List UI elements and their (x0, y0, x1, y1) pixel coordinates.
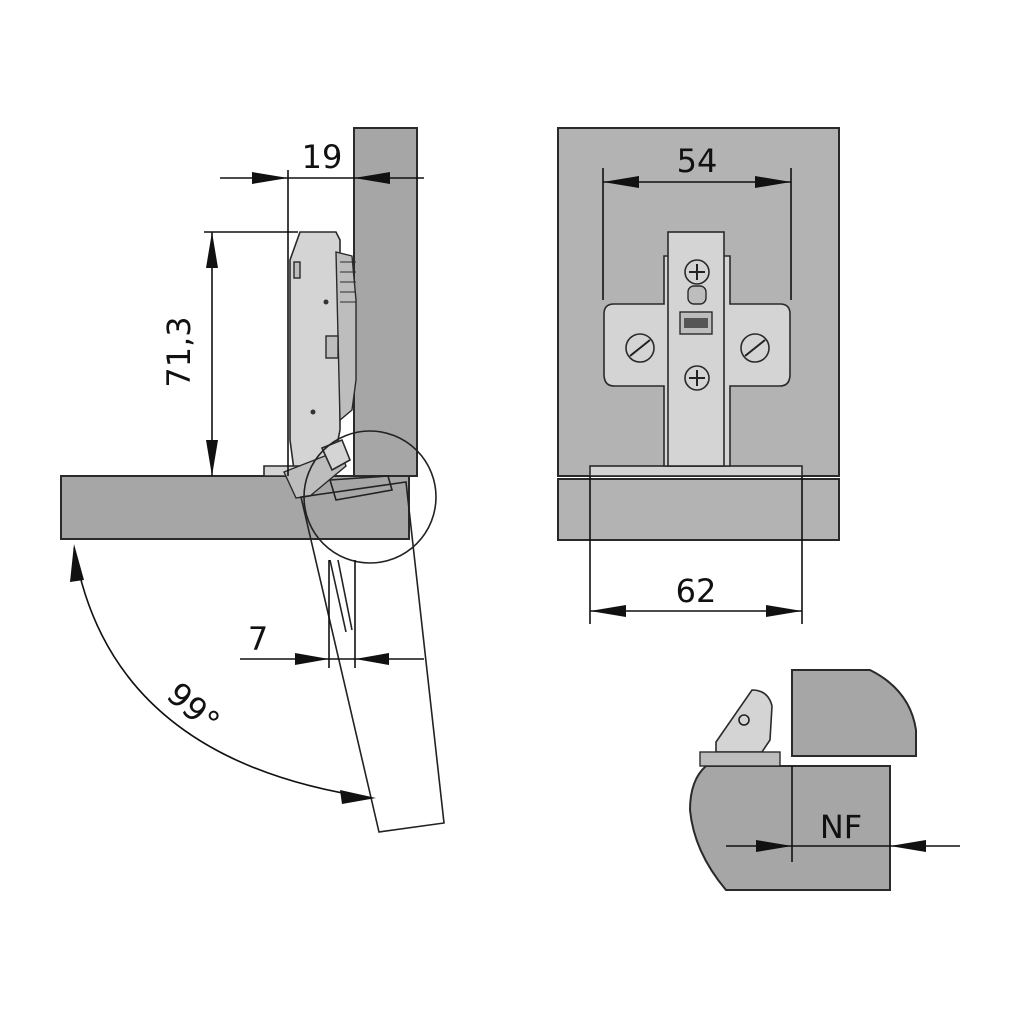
dim-plate-length: 62 (589, 476, 803, 624)
detail-callout-circle (303, 430, 437, 564)
hinge-arm (263, 231, 357, 499)
dim-label-nf: NF (820, 808, 862, 846)
mounting-plate (603, 231, 791, 467)
dim-label-62: 62 (676, 572, 717, 610)
dim-frame-thickness: 19 (220, 138, 424, 476)
dim-label-19: 19 (302, 138, 343, 176)
dim-label-7: 7 (248, 620, 268, 658)
front-view: 54 62 (557, 127, 840, 624)
detail-door-panel (688, 765, 891, 891)
door-panel (60, 475, 410, 540)
screw-top-icon (684, 259, 710, 285)
cabinet-side-panel (353, 127, 418, 477)
dim-screw-spacing: 54 (602, 142, 792, 300)
detail-view: NF (688, 669, 960, 891)
screw-center-icon (684, 365, 710, 391)
side-view: 19 71,3 7 99° (60, 127, 445, 833)
dim-label-71-3: 71,3 (160, 316, 198, 387)
dim-height: 71,3 (160, 231, 298, 476)
front-door-panel (557, 478, 840, 541)
opened-door-outline (300, 475, 445, 833)
dim-overlay: NF (726, 766, 960, 862)
dim-opening-angle: 99° (70, 544, 376, 804)
dim-label-54: 54 (677, 142, 718, 180)
screw-left-icon (625, 333, 655, 363)
detail-hinge (699, 689, 781, 767)
detail-side-panel (791, 669, 917, 757)
screw-right-icon (740, 333, 770, 363)
adjust-slot (687, 285, 707, 305)
base-strip (589, 465, 803, 477)
dim-door-offset: 7 (240, 560, 424, 668)
dim-label-99: 99° (160, 675, 228, 741)
